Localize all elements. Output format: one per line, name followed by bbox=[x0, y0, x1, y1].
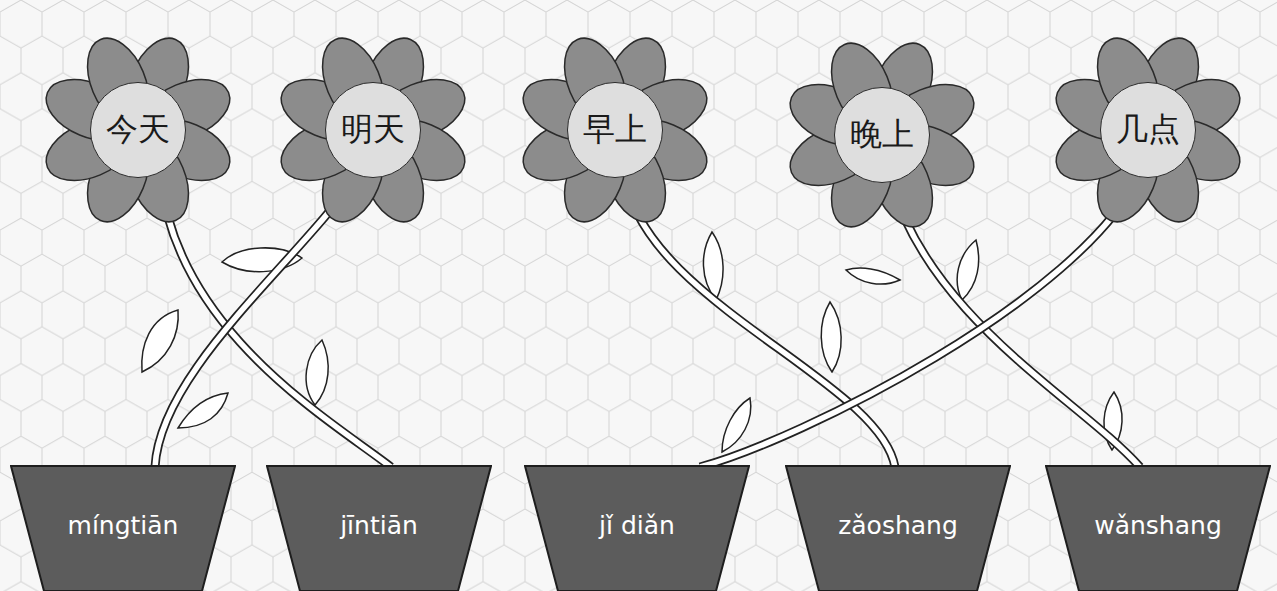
flower-petals bbox=[781, 34, 983, 236]
pinyin-word: zǎoshang bbox=[838, 511, 958, 540]
flower-petals bbox=[514, 29, 716, 231]
chinese-word: 几点 bbox=[1116, 108, 1180, 152]
chinese-word: 明天 bbox=[341, 108, 405, 152]
flower-pot: jīntiān bbox=[266, 465, 492, 591]
chinese-word: 晚上 bbox=[850, 113, 914, 157]
flower-center: 几点 bbox=[1100, 82, 1196, 178]
flower-center: 晚上 bbox=[834, 87, 930, 183]
flower-stem bbox=[160, 174, 391, 467]
flower-petals bbox=[1047, 29, 1249, 231]
chinese-word: 今天 bbox=[106, 108, 170, 152]
pinyin-word: míngtiān bbox=[68, 511, 179, 540]
flower-center: 今天 bbox=[90, 82, 186, 178]
flower-pot: jǐ diǎn bbox=[524, 465, 750, 591]
flower-pot: zǎoshang bbox=[785, 465, 1011, 591]
flower-petals bbox=[272, 29, 474, 231]
pinyin-word: wǎnshang bbox=[1094, 511, 1222, 540]
pinyin-word: jīntiān bbox=[340, 511, 418, 540]
chinese-word: 早上 bbox=[583, 108, 647, 152]
flower-pot: míngtiān bbox=[10, 465, 236, 591]
flower-stem bbox=[155, 174, 358, 467]
flower-petals bbox=[37, 29, 239, 231]
flower-center: 早上 bbox=[567, 82, 663, 178]
flower-pot: wǎnshang bbox=[1045, 465, 1271, 591]
flower-center: 明天 bbox=[325, 82, 421, 178]
pinyin-word: jǐ diǎn bbox=[599, 511, 675, 540]
